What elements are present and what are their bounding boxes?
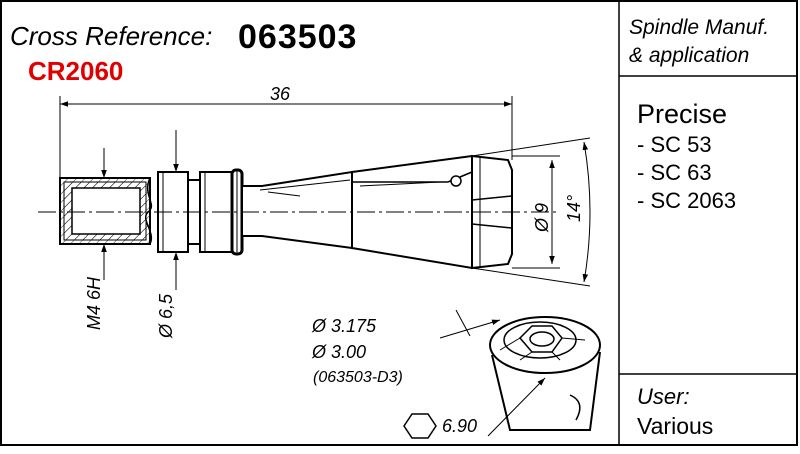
cross-reference-value: 063503 xyxy=(238,18,357,56)
cross-reference-label: Cross Reference: xyxy=(10,21,212,51)
taper-ext-line xyxy=(471,267,591,287)
bore-note-label: (063503-D3) xyxy=(313,369,403,386)
user-label: User: xyxy=(637,384,690,409)
hex-leader-line xyxy=(487,377,546,437)
hex-size-label: 6.90 xyxy=(442,416,477,436)
bore-leader-line xyxy=(439,319,501,339)
nose-diameter-label: Ø 9 xyxy=(532,203,552,233)
sidebar-brand: Precise xyxy=(637,99,727,129)
collet-side-view xyxy=(59,96,513,270)
part-code: CR2060 xyxy=(28,56,123,86)
sheet-border xyxy=(0,0,798,446)
sidebar-model: - SC 53 xyxy=(637,132,712,157)
hex-symbol-icon xyxy=(403,413,437,439)
collet-nose-iso-view xyxy=(489,316,601,431)
shank-diameter-label: Ø 6,5 xyxy=(156,293,176,339)
sidebar-model: - SC 63 xyxy=(637,160,712,185)
bore-leader-line xyxy=(455,309,471,337)
taper-ext-line xyxy=(471,137,591,157)
taper-angle-arc xyxy=(582,141,591,283)
length-dimension-label: 36 xyxy=(270,84,291,104)
thread-spec-label: M4 6H xyxy=(84,276,104,330)
sidebar-title-line1: Spindle Manuf. xyxy=(629,16,769,39)
taper-angle-label: 14° xyxy=(564,195,584,222)
user-value: Various xyxy=(637,413,713,439)
bore-diameter-label-1: Ø 3.175 xyxy=(311,316,377,336)
bore-diameter-label-2: Ø 3.00 xyxy=(311,342,366,362)
sidebar-model: - SC 2063 xyxy=(637,188,736,213)
sidebar-title-line2: & application xyxy=(629,44,749,67)
